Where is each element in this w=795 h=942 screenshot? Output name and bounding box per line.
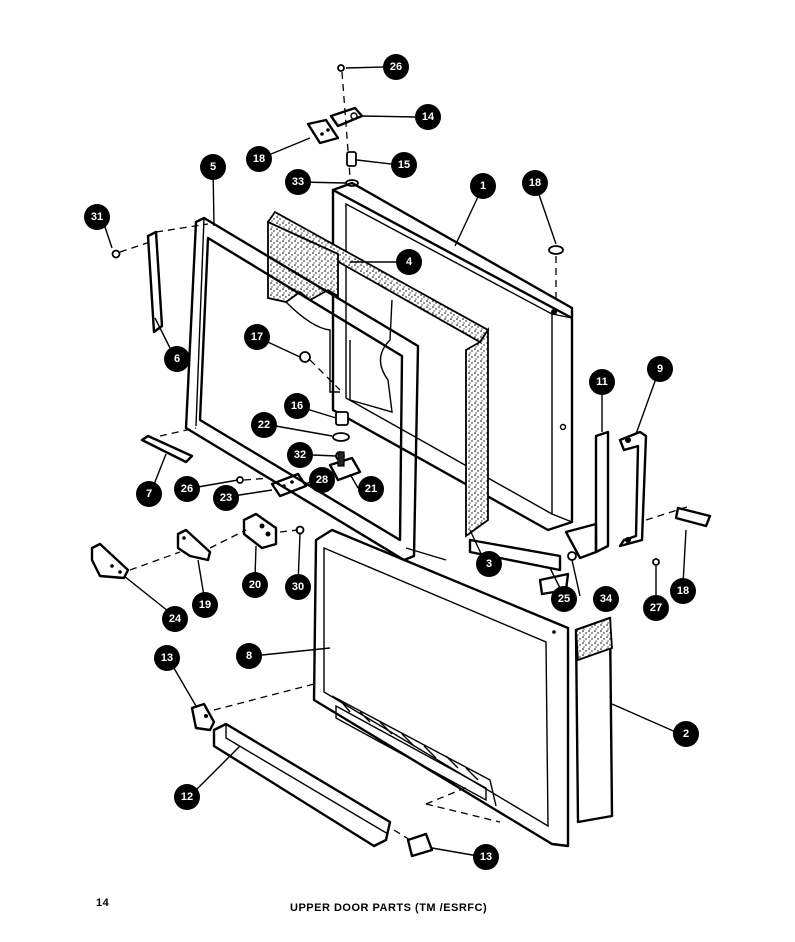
svg-text:18: 18 [253, 153, 265, 165]
diagram-caption: UPPER DOOR PARTS (TM /ESRFC) [290, 902, 488, 914]
callout-26-middle: 26 [174, 476, 200, 502]
svg-text:17: 17 [251, 331, 263, 343]
callout-27: 27 [643, 595, 669, 621]
handle-bracket [564, 430, 712, 566]
svg-text:1: 1 [480, 180, 486, 192]
trim-strip-bottom [140, 427, 197, 464]
callout-4: 4 [396, 249, 422, 275]
svg-text:26: 26 [390, 61, 402, 73]
callout-23: 23 [213, 485, 239, 511]
svg-text:16: 16 [291, 400, 303, 412]
callout-1: 1 [470, 173, 496, 199]
callout-16-top: 15 [391, 152, 417, 178]
svg-text:15: 15 [398, 159, 410, 171]
callout-17: 17 [244, 324, 270, 350]
center-hinge-assembly [90, 351, 362, 580]
svg-text:12: 12 [181, 791, 193, 803]
svg-text:18: 18 [529, 177, 541, 189]
callout-13-bottom: 13 [473, 844, 499, 870]
callout-9: 9 [647, 356, 673, 382]
svg-text:13: 13 [480, 851, 492, 863]
bottom-kickplate [190, 683, 501, 858]
svg-text:20: 20 [249, 579, 261, 591]
callout-30: 30 [285, 574, 311, 600]
callout-16-middle: 16 [284, 393, 310, 419]
callout-18-top: 18 [522, 170, 548, 196]
callout-32: 32 [287, 442, 313, 468]
callout-34: 34 [593, 586, 619, 612]
svg-text:13: 13 [161, 652, 173, 664]
svg-text:27: 27 [650, 602, 662, 614]
svg-text:32: 32 [294, 449, 306, 461]
trim-strip-left [111, 223, 209, 334]
svg-text:7: 7 [146, 488, 152, 500]
callout-7: 7 [136, 481, 162, 507]
callout-6: 6 [164, 346, 190, 372]
svg-text:30: 30 [292, 581, 304, 593]
page-number: 14 [96, 897, 110, 909]
callout-13-left: 13 [154, 645, 180, 671]
door-edge-strip [574, 616, 614, 824]
outer-door-panel [331, 181, 574, 532]
svg-text:19: 19 [199, 599, 211, 611]
svg-text:9: 9 [657, 363, 663, 375]
callout-33: 33 [285, 169, 311, 195]
svg-text:25: 25 [558, 593, 570, 605]
svg-text:11: 11 [596, 376, 608, 388]
callout-15: 14 [415, 104, 441, 130]
svg-text:14: 14 [422, 111, 435, 123]
svg-text:6: 6 [174, 353, 180, 365]
callout-24: 24 [162, 606, 188, 632]
svg-text:34: 34 [600, 593, 613, 605]
callout-3: 3 [476, 551, 502, 577]
svg-text:21: 21 [365, 483, 377, 495]
svg-text:31: 31 [91, 211, 103, 223]
svg-text:23: 23 [220, 492, 232, 504]
svg-text:4: 4 [406, 256, 413, 268]
svg-text:8: 8 [246, 650, 252, 662]
svg-text:28: 28 [316, 474, 328, 486]
svg-text:2: 2 [683, 728, 689, 740]
breaker-frame [184, 216, 420, 562]
callout-26-top: 26 [383, 54, 409, 80]
leader-lines [102, 66, 687, 857]
callout-31: 31 [84, 204, 110, 230]
inner-liner [312, 528, 570, 848]
callout-20: 20 [242, 572, 268, 598]
callout-25: 25 [551, 586, 577, 612]
callout-2: 2 [673, 721, 699, 747]
svg-text:5: 5 [210, 161, 216, 173]
top-hinge-assembly [306, 64, 364, 191]
callout-21: 21 [358, 476, 384, 502]
plug-cap [548, 245, 564, 300]
svg-text:26: 26 [181, 483, 193, 495]
callout-28: 28 [309, 467, 335, 493]
callout-12: 12 [174, 784, 200, 810]
svg-text:3: 3 [486, 558, 492, 570]
callout-8: 8 [236, 643, 262, 669]
foam-insulation [266, 210, 490, 538]
svg-text:33: 33 [292, 176, 304, 188]
callout-5: 5 [200, 154, 226, 180]
callout-22: 22 [251, 412, 277, 438]
svg-text:18: 18 [677, 585, 689, 597]
callout-19: 19 [192, 592, 218, 618]
svg-text:24: 24 [169, 613, 182, 625]
callout-14: 18 [246, 146, 272, 172]
callout-11: 11 [589, 369, 615, 395]
callout-18-right: 18 [670, 578, 696, 604]
svg-text:22: 22 [258, 419, 270, 431]
